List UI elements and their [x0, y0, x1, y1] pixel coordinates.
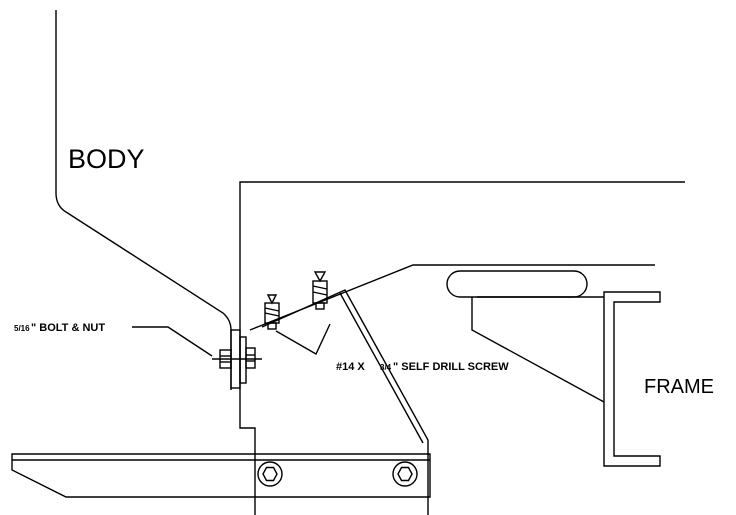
body-sill	[239, 181, 685, 515]
frame-crossmember	[471, 296, 605, 403]
screw-leader-line	[275, 323, 331, 355]
flange-plate-inner	[239, 336, 247, 384]
frame-slot	[446, 270, 588, 298]
bolt-leader-line	[132, 326, 213, 357]
hex-bolt-right	[392, 461, 418, 487]
mounting-bracket-edge	[339, 292, 424, 444]
body-outline	[55, 10, 232, 390]
mounting-bracket	[261, 289, 429, 515]
body-label: BODY	[68, 144, 145, 174]
frame-c-channel	[603, 291, 661, 467]
bolt-fraction: 5/16	[14, 324, 30, 333]
screw-fraction: 3/4	[380, 363, 392, 372]
bolt-label: " BOLT & NUT	[31, 322, 105, 334]
bolt-and-nut	[212, 347, 262, 369]
screw-label: " SELF DRILL SCREW	[393, 361, 509, 373]
lower-rail	[11, 453, 431, 498]
hex-bolt-left	[257, 461, 283, 487]
self-drill-screw-right	[312, 271, 328, 310]
self-drill-screw-left	[264, 294, 280, 330]
screw-label-prefix: #14 X	[336, 361, 365, 373]
frame-label: FRAME	[644, 376, 714, 398]
